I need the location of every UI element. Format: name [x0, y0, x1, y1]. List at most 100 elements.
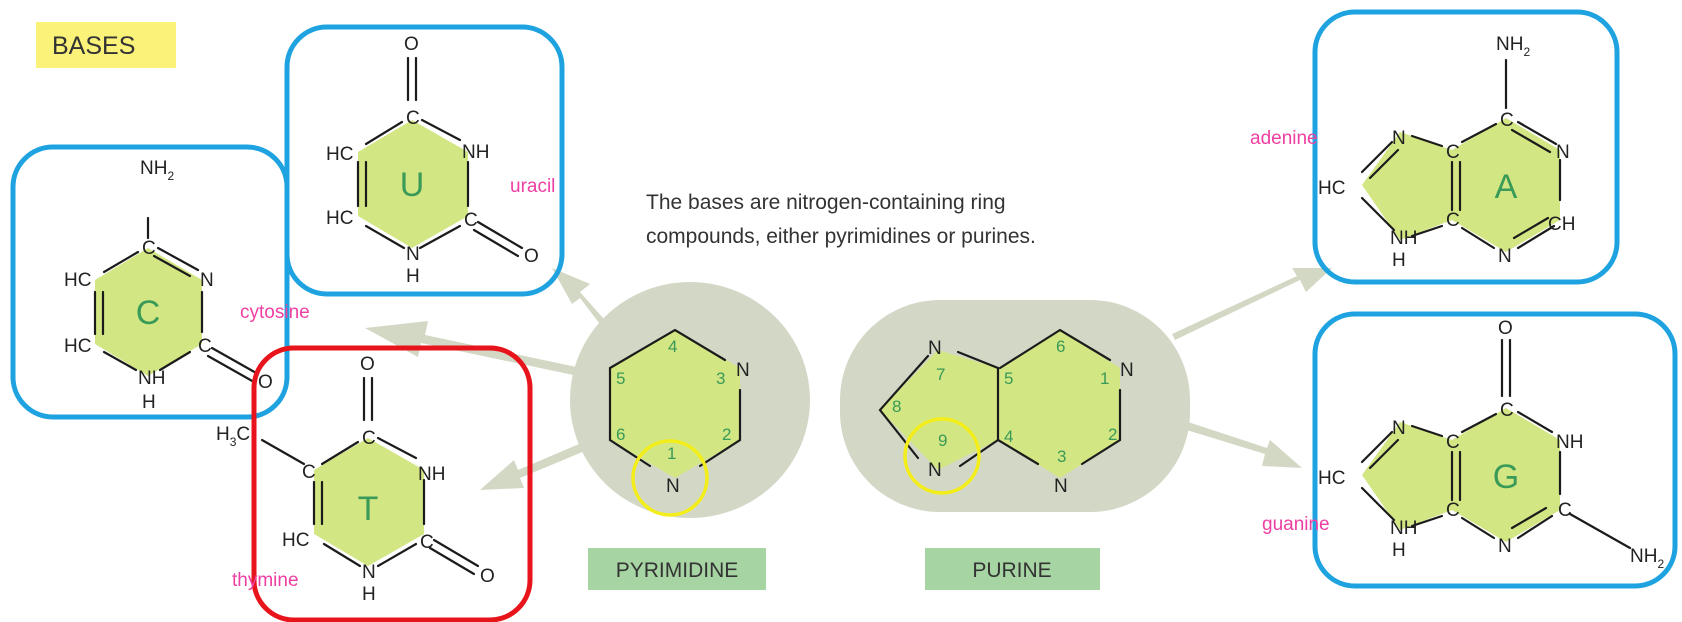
pyrimidine-label: PYRIMIDINE — [616, 559, 739, 582]
guanine-name: guanine — [1262, 514, 1330, 535]
thymine-structure: O C NH C O N H C HC H3C T — [216, 354, 495, 605]
purine-number-3: 3 — [1057, 447, 1066, 466]
guanine-atom-n1: NH — [1556, 432, 1583, 453]
guanine-atom-n3: N — [1498, 536, 1512, 557]
adenine-atom-c8: HC — [1318, 178, 1345, 199]
adenine-highlight-box — [1312, 9, 1620, 285]
adenine-letter: A — [1495, 168, 1518, 206]
adenine-bond — [1360, 196, 1396, 232]
purine-number-6: 6 — [1056, 337, 1065, 356]
guanine-atom-c6: C — [1500, 400, 1514, 421]
pyrimidine-label-background — [588, 548, 766, 590]
thymine-atom-h3c: H3C — [216, 424, 250, 449]
uracil-atom-n1: N — [406, 244, 420, 265]
adenine-atom-c2: CH — [1548, 214, 1575, 235]
cytosine-bond — [156, 246, 200, 272]
purine-atom-n7: N — [928, 338, 942, 359]
thymine-atom-c2: C — [420, 532, 434, 553]
adenine-structure: NH2 C N CH N C C N HC NH H A — [1318, 34, 1575, 271]
thymine-bond — [320, 440, 360, 466]
purine-label-background — [925, 548, 1100, 590]
guanine-atom-c5: C — [1446, 432, 1460, 453]
purine-bond — [878, 354, 930, 460]
cytosine-atom-c5: HC — [64, 270, 91, 291]
thymine-atom-n1: N — [362, 562, 376, 583]
thymine-atom-h: H — [362, 584, 376, 605]
thymine-atom-o4: O — [360, 354, 375, 375]
adenine-atom-n1: N — [1556, 142, 1570, 163]
arrow-to-guanine — [1180, 420, 1302, 468]
cytosine-atom-c6: HC — [64, 336, 91, 357]
adenine-atom-n3: N — [1498, 246, 1512, 267]
cytosine-structure: NH2 C N C O NH H HC HC C — [64, 158, 273, 413]
pyrimidine-number-5: 5 — [616, 369, 625, 388]
guanine-atom-c8: HC — [1318, 468, 1345, 489]
guanine-bond — [1410, 514, 1444, 528]
guanine-atom-c2: C — [1558, 500, 1572, 521]
cytosine-atom-c4: C — [142, 238, 156, 259]
guanine-atom-c4: C — [1446, 500, 1460, 521]
adenine-atom-c4: C — [1446, 210, 1460, 231]
uracil-bond — [476, 220, 524, 250]
uracil-bond — [418, 224, 462, 250]
uracil-atom-c4: C — [406, 108, 420, 129]
caption-line-2: compounds, either pyrimidines or purines… — [646, 225, 1036, 248]
pyrimidine-number-4: 4 — [668, 337, 677, 356]
purine-bond — [998, 328, 1112, 370]
adenine-bond — [1516, 120, 1558, 146]
pyrimidine-number-3: 3 — [716, 369, 725, 388]
pyrimidine-number-6: 6 — [616, 425, 625, 444]
adenine-atom-n9: NH — [1390, 228, 1417, 249]
guanine-bond — [1360, 430, 1394, 464]
uracil-highlight-box — [284, 24, 565, 297]
guanine-bond — [1460, 412, 1498, 434]
uracil-bond — [420, 118, 462, 142]
purine-atom-n9: N — [928, 460, 942, 481]
thymine-bond — [432, 538, 480, 568]
purine-number-2: 2 — [1108, 425, 1117, 444]
uracil-structure: O C NH C O N H HC HC U — [326, 34, 539, 287]
cytosine-bond — [102, 250, 140, 274]
uracil-ring-fill — [358, 120, 468, 248]
guanine-highlight-box — [1312, 311, 1678, 589]
thymine-letter: T — [358, 490, 379, 528]
purine-number-5: 5 — [1004, 369, 1013, 388]
cytosine-ring-fill — [95, 248, 202, 376]
purine-number-1: 1 — [1100, 369, 1109, 388]
adenine-name: adenine — [1250, 128, 1318, 149]
guanine-five-ring-fill — [1362, 422, 1452, 530]
uracil-atom-n3: NH — [462, 142, 489, 163]
guanine-six-ring-fill — [1452, 408, 1560, 542]
adenine-bond — [1510, 128, 1552, 154]
cytosine-atom-o: O — [258, 372, 273, 393]
title-background — [36, 22, 176, 68]
guanine-atom-n7: N — [1392, 418, 1406, 439]
uracil-bond — [364, 120, 404, 146]
guanine-bond — [1516, 410, 1554, 434]
uracil-atom-h: H — [406, 266, 420, 287]
pyrimidine-structure: N N 1 2 3 4 5 6 — [570, 282, 810, 518]
adenine-atom-nh2: NH2 — [1496, 34, 1530, 59]
n9-highlight-circle — [903, 417, 981, 495]
caption-line-1: The bases are nitrogen-containing ring — [646, 191, 1006, 214]
cytosine-bond — [102, 350, 138, 372]
adenine-bond — [1410, 224, 1444, 238]
guanine-bond — [1516, 514, 1554, 540]
guanine-bond — [1460, 516, 1496, 540]
guanine-letter: G — [1493, 458, 1519, 496]
thymine-atom-c6: HC — [282, 530, 309, 551]
pyrimidine-number-1: 1 — [667, 444, 676, 463]
cytosine-name: cytosine — [240, 302, 310, 323]
uracil-atom-o4: O — [404, 34, 419, 55]
pyrimidine-ring-fill — [610, 330, 740, 478]
adenine-bond — [1460, 122, 1498, 144]
cytosine-letter: C — [136, 294, 161, 332]
thymine-atom-n3: NH — [418, 464, 445, 485]
pyrimidine-atom-n1: N — [666, 476, 680, 497]
purine-number-9: 9 — [938, 431, 947, 450]
guanine-atom-nh2: NH2 — [1630, 546, 1664, 571]
adenine-atom-h: H — [1392, 250, 1406, 271]
thymine-name: thymine — [232, 570, 299, 591]
guanine-bond — [1568, 512, 1632, 550]
